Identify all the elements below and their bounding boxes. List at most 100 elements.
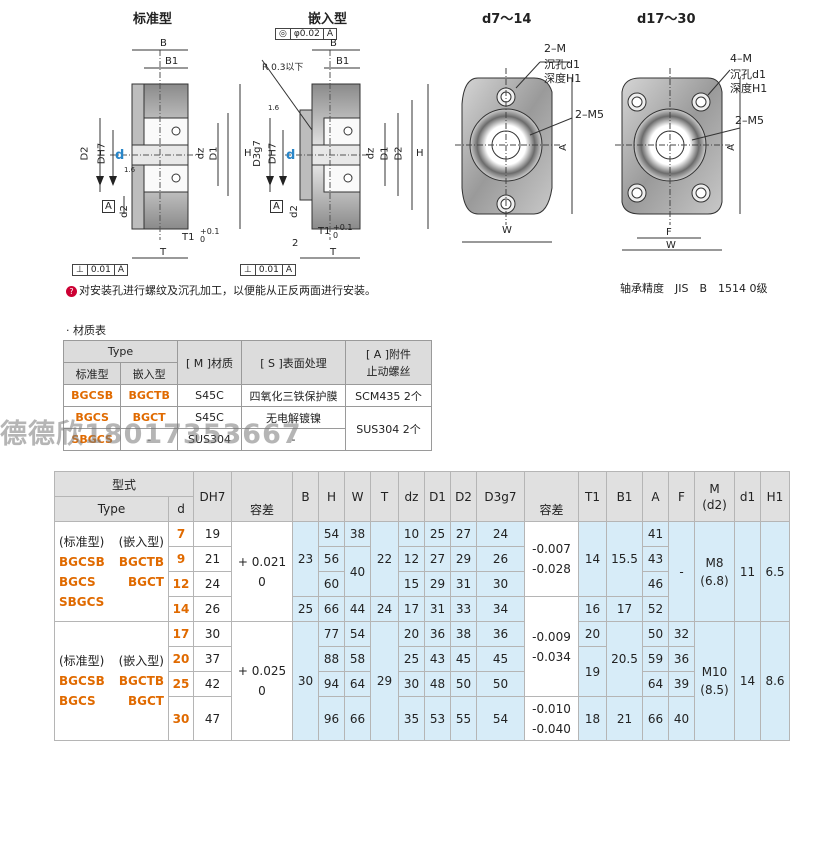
- std-label-d2: D2: [79, 146, 91, 161]
- perp-symbol: ⊥: [241, 265, 256, 275]
- std-label-d2-small: d2: [118, 205, 130, 218]
- spec-h-b: B: [292, 471, 319, 522]
- cell-d1: 29: [424, 571, 451, 597]
- cell-t1: 19: [578, 646, 607, 697]
- spec-h-h1: H1: [760, 471, 790, 522]
- emb-label-d2-small: d2: [288, 205, 300, 218]
- spec-h-tol2: 容差: [524, 471, 579, 522]
- cell-dh7: 26: [193, 596, 232, 622]
- cell-dz: 17: [398, 596, 425, 622]
- cell-d: 17: [168, 621, 194, 647]
- cell-dz: 12: [398, 546, 425, 572]
- spec-h-m-sub: (d2): [702, 497, 727, 512]
- watermark-text: 德德欣18017353667: [0, 419, 302, 450]
- cell-w: 58: [344, 646, 371, 672]
- embedded-drawing: [261, 49, 429, 259]
- cell-b1: 15.5: [606, 521, 643, 597]
- cell-t1: 20: [578, 621, 607, 647]
- type-std-label: (标准型): [59, 534, 105, 549]
- small-holes: 2–M: [544, 42, 566, 55]
- cell-d3: 26: [476, 546, 525, 572]
- type-code: BGCT: [128, 694, 164, 708]
- cell-b: 25: [292, 596, 319, 622]
- tol-b-upper: + 0.025: [237, 664, 287, 678]
- spec-h-tol: 容差: [231, 471, 293, 522]
- cell-f: -: [668, 521, 695, 622]
- cell-d3: 54: [476, 696, 525, 741]
- spec-h-type: Type: [54, 496, 169, 522]
- spec-h-d1: D1: [424, 471, 451, 522]
- install-note-text: 对安装孔进行螺纹及沉孔加工，以便能从正反两面进行安装。: [79, 284, 376, 297]
- emb-label-dz: dz: [365, 147, 377, 160]
- cell-d1: 25: [424, 521, 451, 547]
- cell-h: 60: [318, 571, 345, 597]
- spec-h-b1: B1: [606, 471, 643, 522]
- table-row: 20 37 88 58 25 43 45 45 19 59 36: [55, 646, 790, 697]
- type-code: BGCTB: [118, 554, 164, 569]
- tol-c-upper: -0.007: [532, 542, 571, 556]
- spec-h-dz: dz: [398, 471, 425, 522]
- mat-h-material: [ M ]材质: [177, 340, 242, 385]
- mat-cell: BGCSB: [62, 384, 122, 407]
- cell-dh7: 19: [193, 521, 232, 547]
- mat-cell: SUS304 2个: [345, 406, 432, 451]
- perp-value: 0.01: [88, 265, 115, 275]
- std-rough: 1.6: [124, 166, 136, 174]
- cell-d1small: 11: [734, 521, 761, 622]
- small-depth: 深度H1: [544, 72, 582, 85]
- cell-w: 54: [344, 621, 371, 647]
- cell-h: 56: [318, 546, 345, 572]
- mat-cell: BGCTB: [120, 384, 178, 407]
- tol-d-upper: -0.009: [532, 629, 571, 644]
- cell-dh7: 24: [193, 571, 232, 597]
- cell-t: 29: [370, 621, 399, 741]
- std-perp-tol: ⊥ 0.01 A: [72, 264, 129, 276]
- title-small: d7～14: [482, 12, 532, 27]
- cell-d: 25: [168, 671, 194, 697]
- front-view-large: [615, 68, 741, 251]
- cell-h: 66: [318, 596, 345, 622]
- mat-h-embedded: 嵌入型: [120, 362, 178, 385]
- cell-b1: 21: [606, 696, 643, 741]
- cell-a: 43: [642, 546, 669, 572]
- std-label-dz: dz: [195, 147, 207, 160]
- tol-c-lower: -0.028: [532, 562, 571, 576]
- mat-cell: -: [120, 428, 178, 451]
- emb-datum-a: A: [270, 200, 283, 213]
- cell-t1: 16: [578, 596, 607, 622]
- perp-value: 0.01: [256, 265, 283, 275]
- spec-h-m: M(d2): [694, 471, 735, 522]
- spec-h-d: d: [168, 496, 194, 522]
- type-code: BGCSB: [59, 674, 105, 688]
- spec-h-w: W: [344, 471, 371, 522]
- emb-label-b1: B1: [336, 56, 350, 67]
- emb-label-t1: T1: [318, 226, 331, 237]
- type-code: BGCT: [128, 574, 164, 589]
- table-row: SBGCS - SUS304 -: [62, 428, 432, 451]
- emb-rough: 1.6: [268, 104, 280, 112]
- cell-d1: 43: [424, 646, 451, 672]
- m-sub: (8.5): [700, 683, 729, 697]
- cell-dz: 35: [398, 696, 425, 741]
- emb-label-d1: D1: [379, 146, 391, 161]
- cell-a: 59: [642, 646, 669, 672]
- cell-d: 9: [168, 546, 194, 572]
- small-label-w: W: [502, 225, 512, 236]
- cell-dz: 10: [398, 521, 425, 547]
- table-row: 12 24 60 15 29 31 30 46: [55, 571, 790, 597]
- m-main: M10: [701, 665, 728, 679]
- cell-dz: 25: [398, 646, 425, 672]
- large-label-w: W: [666, 240, 676, 251]
- cell-d: 30: [168, 696, 194, 741]
- std-label-b1: B1: [165, 56, 179, 67]
- m-sub: (6.8): [700, 573, 729, 588]
- std-label-d1: D1: [208, 146, 220, 161]
- table-row: BGCSB BGCTB S45C 四氧化三铁保护膜 SCM435 2个: [62, 384, 432, 407]
- spec-h-d2: D2: [450, 471, 477, 522]
- spec-h-model: 型式: [54, 471, 194, 497]
- cell-t1: 14: [578, 521, 607, 597]
- m-main: M8: [705, 555, 724, 570]
- cell-m: M10 (8.5): [694, 621, 735, 741]
